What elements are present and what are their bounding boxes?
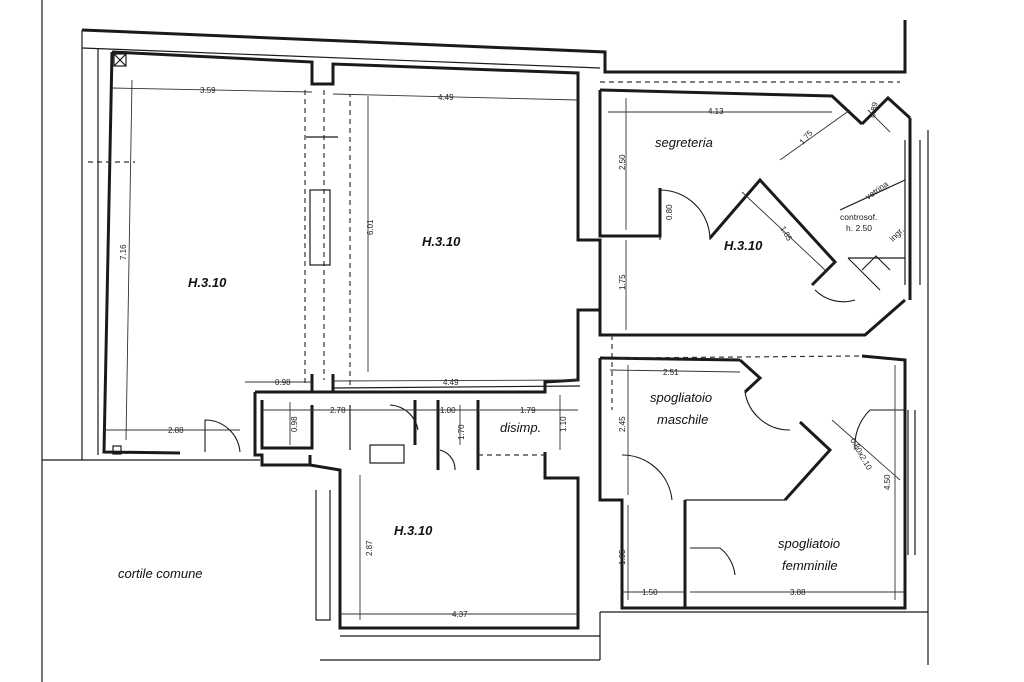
- dim-288: 2.88: [168, 426, 184, 435]
- dim-450: 4.50: [883, 474, 892, 490]
- dim-100: 1.00: [440, 406, 456, 415]
- room-center-height: H.3.10: [422, 234, 461, 249]
- exterior-walls: [42, 20, 929, 665]
- label-disimp: disimp.: [500, 420, 541, 435]
- label-segreteria: segreteria: [655, 135, 713, 150]
- dim-413: 4.13: [708, 107, 724, 116]
- label-spogliatoio-m-2: maschile: [657, 412, 708, 427]
- label-vetrina: vetrina: [863, 179, 890, 202]
- dim-437: 4.37: [452, 610, 468, 619]
- dim-195: 1.95: [618, 549, 627, 565]
- dim-449-top: 4.49: [438, 93, 454, 102]
- label-ingr: ingr.: [887, 225, 905, 243]
- label-cortile: cortile comune: [118, 566, 203, 581]
- dimension-lines: [104, 79, 905, 620]
- room-right-height: H.3.10: [724, 238, 763, 253]
- label-spogliatoio-f-2: femminile: [782, 558, 838, 573]
- dim-098-v: 0.98: [290, 416, 299, 432]
- label-controsoff-2: h. 2.50: [846, 223, 872, 233]
- dim-245: 2.45: [618, 416, 627, 432]
- dim-601: 6.01: [366, 219, 375, 235]
- dim-170: 1.70: [457, 424, 466, 440]
- dim-388: 3.88: [790, 588, 806, 597]
- label-controsoff-1: controsof.: [840, 212, 877, 222]
- dim-089: 0.89: [868, 101, 880, 118]
- dim-080-right: 0.80x2.10: [848, 437, 874, 472]
- dim-278: 2.78: [330, 406, 346, 415]
- room-left-walls: [88, 50, 580, 455]
- room-left-height: H.3.10: [188, 275, 227, 290]
- dim-080-top: 0.80: [665, 204, 674, 220]
- dim-251: 2.51: [663, 368, 679, 377]
- dim-250: 2.50: [618, 154, 627, 170]
- service-block-walls: [253, 380, 580, 500]
- dim-110: 1.10: [559, 416, 568, 432]
- doors: [204, 189, 905, 576]
- dim-359: 3.59: [200, 86, 216, 95]
- dim-175-v: 1.75: [618, 274, 627, 290]
- dim-716: 7.16: [119, 244, 128, 260]
- room-bottom-walls: [309, 463, 600, 637]
- room-spogliatoi-walls: [598, 354, 916, 660]
- dim-449-mid: 4.49: [443, 378, 459, 387]
- label-spogliatoio-m-1: spogliatoio: [650, 390, 712, 405]
- room-bottom-height: H.3.10: [394, 523, 433, 538]
- dim-098-h: 0.98: [275, 378, 291, 387]
- dim-150: 1.50: [642, 588, 658, 597]
- label-spogliatoio-f-1: spogliatoio: [778, 536, 840, 551]
- dim-287: 2.87: [365, 540, 374, 556]
- dim-179: 1.79: [520, 406, 536, 415]
- dim-185: 1.85: [778, 225, 794, 243]
